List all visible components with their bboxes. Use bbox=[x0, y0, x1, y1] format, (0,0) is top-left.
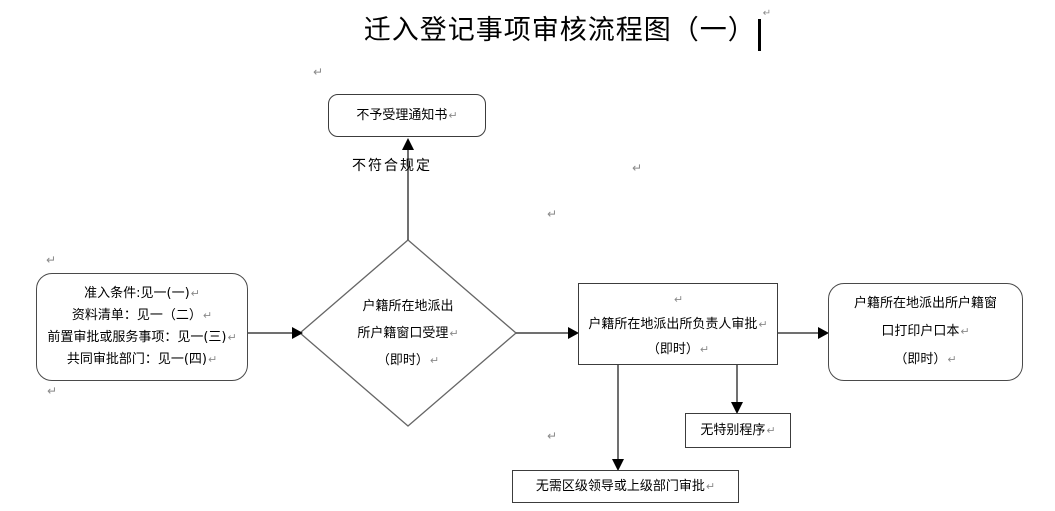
node-line: 户籍所在地派出 bbox=[362, 299, 454, 314]
paragraph-mark: ↵ bbox=[632, 161, 643, 175]
node-line: 准入条件:见一(一)↵ bbox=[84, 286, 200, 301]
flow-node-entry-conditions[interactable]: 准入条件:见一(一)↵ 资料清单：见一（二）↵ 前置审批或服务事项：见一(三)↵… bbox=[36, 273, 248, 381]
node-line: （即时）↵ bbox=[376, 353, 440, 368]
page-title-text: 迁入登记事项审核流程图（一） bbox=[363, 15, 756, 46]
text-cursor bbox=[757, 18, 761, 51]
node-line: （即时）↵ bbox=[894, 352, 957, 367]
node-line: 户籍所在地派出所负责人审批↵ bbox=[588, 316, 768, 332]
flow-node-no-higher-approval[interactable]: 无需区级领导或上级部门审批↵ bbox=[512, 470, 739, 503]
arrow-entry-to-decision[interactable] bbox=[248, 327, 303, 339]
node-line: 不予受理通知书↵ bbox=[356, 107, 458, 123]
flow-node-no-special-procedure[interactable]: 无特别程序↵ bbox=[685, 413, 791, 448]
node-line: 口打印户口本↵ bbox=[881, 324, 970, 339]
node-line: 前置审批或服务事项：见一(三)↵ bbox=[47, 330, 237, 345]
flow-node-reject-notice[interactable]: 不予受理通知书↵ bbox=[328, 94, 486, 137]
edge-label-not-compliant: 不符合规定 bbox=[352, 158, 432, 174]
flow-node-print-booklet[interactable]: 户籍所在地派出所户籍窗 口打印户口本↵ （即时）↵ bbox=[828, 283, 1023, 381]
line-break-mark: ↵ bbox=[202, 309, 213, 322]
paragraph-mark: ↵ bbox=[313, 65, 324, 79]
arrow-decision-to-approval[interactable] bbox=[516, 327, 579, 339]
node-line: 无特别程序↵ bbox=[700, 422, 776, 438]
line-break-mark: ↵ bbox=[190, 287, 200, 300]
line-break-mark: ↵ bbox=[429, 354, 440, 367]
node-line: 无需区级领导或上级部门审批↵ bbox=[535, 478, 716, 494]
arrow-decision-to-reject[interactable] bbox=[402, 138, 414, 240]
line-break-mark: ↵ bbox=[947, 353, 957, 366]
line-break-mark: ↵ bbox=[699, 342, 710, 356]
paragraph-mark: ↵ bbox=[547, 429, 558, 443]
line-break-mark: ↵ bbox=[960, 325, 970, 338]
paragraph-mark: ↵ bbox=[762, 8, 772, 19]
line-break-mark: ↵ bbox=[766, 423, 776, 437]
node-line-empty: ↵ bbox=[673, 287, 683, 312]
line-break-mark: ↵ bbox=[673, 292, 684, 306]
line-break-mark: ↵ bbox=[207, 353, 218, 366]
arrow-approval-to-no-special[interactable] bbox=[731, 365, 743, 414]
flow-node-decision-text[interactable]: 户籍所在地派出 所户籍窗口受理↵ （即时）↵ bbox=[318, 293, 498, 374]
node-line: 所户籍窗口受理↵ bbox=[357, 326, 459, 341]
paragraph-mark: ↵ bbox=[547, 207, 558, 221]
decision-diamond-shape[interactable] bbox=[299, 239, 517, 427]
line-break-mark: ↵ bbox=[227, 331, 237, 344]
line-break-mark: ↵ bbox=[758, 317, 768, 331]
node-line: 共同审批部门：见一(四)↵ bbox=[66, 352, 218, 367]
line-break-mark: ↵ bbox=[449, 327, 459, 340]
flow-node-leader-approval[interactable]: ↵ 户籍所在地派出所负责人审批↵ （即时）↵ bbox=[578, 283, 778, 365]
node-line: 资料清单：见一（二）↵ bbox=[71, 308, 213, 323]
paragraph-mark: ↵ bbox=[46, 253, 57, 267]
line-break-mark: ↵ bbox=[705, 479, 716, 493]
node-line: （即时）↵ bbox=[646, 341, 710, 357]
page-title[interactable]: 迁入登记事项审核流程图（一） ↵ bbox=[40, 8, 1055, 51]
arrow-approval-to-no-higher[interactable] bbox=[612, 365, 624, 471]
line-break-mark: ↵ bbox=[448, 108, 458, 122]
arrow-approval-to-print[interactable] bbox=[777, 327, 829, 339]
paragraph-mark: ↵ bbox=[47, 384, 58, 398]
node-line: 户籍所在地派出所户籍窗 bbox=[853, 296, 997, 311]
